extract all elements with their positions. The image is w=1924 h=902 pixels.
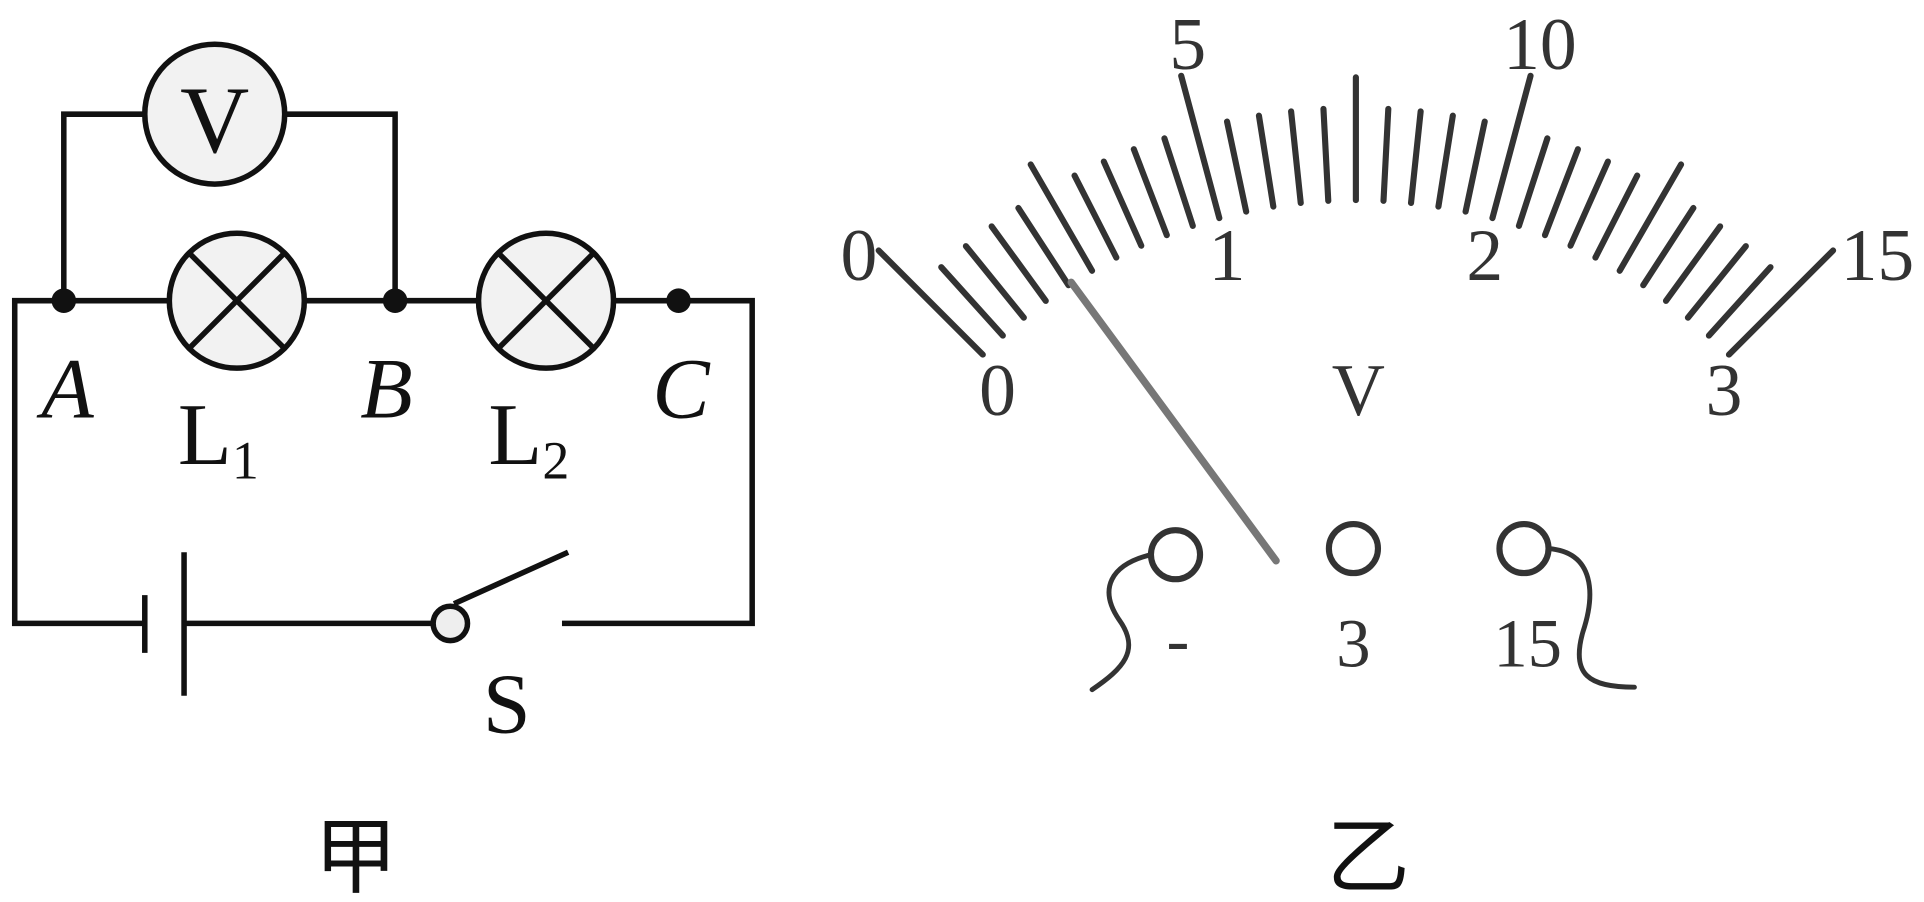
caption-jia: 甲 [314, 813, 397, 902]
minor-tick [1380, 105, 1392, 204]
minor-tick [1071, 172, 1120, 261]
inner-label-3: 3 [1706, 349, 1743, 431]
minor-tick [1705, 264, 1774, 339]
minor-tick [938, 264, 1006, 339]
major-tick [875, 247, 986, 358]
inner-label-0: 0 [979, 349, 1016, 431]
voltmeter-symbol: V [142, 41, 288, 187]
half-tick [1027, 161, 1096, 274]
minor-tick [962, 243, 1027, 321]
minor-tick [1288, 108, 1304, 207]
label-s: S [483, 656, 531, 752]
outer-label-0: 0 [841, 214, 878, 296]
unit-label: V [1332, 349, 1385, 431]
label-l1: L1 [178, 386, 259, 491]
circuit-diagram: V A B C L1 L2 S 甲 [11, 41, 755, 902]
minor-tick [1435, 112, 1456, 210]
minor-tick [1541, 146, 1582, 239]
minor-tick [1515, 135, 1551, 229]
inner-label-2: 2 [1466, 214, 1503, 296]
voltmeter-label: V [180, 67, 249, 173]
minor-tick [1130, 146, 1170, 239]
minor-tick [1567, 158, 1611, 249]
outer-label-15: 15 [1841, 214, 1915, 296]
minor-tick [1407, 108, 1424, 207]
label-a: A [36, 340, 94, 436]
minor-tick [1223, 118, 1250, 215]
wire-voltmeter-right [285, 111, 398, 301]
battery-symbol [142, 552, 187, 696]
major-tick [1178, 72, 1223, 222]
minor-tick [1684, 243, 1749, 321]
terminal-3v [1325, 520, 1382, 577]
minor-tick [1662, 223, 1724, 304]
label-b: B [360, 340, 412, 436]
needle [1067, 278, 1280, 565]
major-tick [1725, 247, 1837, 358]
minor-tick [1015, 204, 1072, 289]
minor-tick [1255, 112, 1277, 210]
wire-left [11, 297, 169, 627]
minor-tick [988, 223, 1049, 304]
wire-15v [1546, 546, 1637, 690]
outer-label-5: 5 [1169, 3, 1206, 85]
terminal-15v [1496, 520, 1552, 577]
lamp-l2 [475, 230, 617, 371]
lamp-l1 [166, 230, 308, 371]
dial-ticks [875, 72, 1837, 358]
label-l2: L2 [488, 386, 569, 491]
outer-label-10: 10 [1503, 3, 1577, 85]
node-a-dot [51, 288, 77, 313]
minor-tick [1462, 118, 1488, 215]
switch-s [430, 549, 570, 644]
node-c-dot [666, 288, 691, 313]
node-b-dot [382, 288, 408, 313]
terminal-negative [1147, 527, 1204, 583]
half-tick [1616, 161, 1685, 274]
minor-tick [1320, 105, 1332, 204]
terminal-label-negative: - [1167, 602, 1190, 678]
minor-tick [1640, 204, 1697, 289]
voltmeter-dial: 0 5 10 15 0 1 2 3 V - 3 15 乙 [841, 3, 1915, 902]
terminal-label-15: 15 [1493, 605, 1562, 681]
terminal-label-3: 3 [1336, 605, 1370, 681]
major-tick [1489, 72, 1534, 222]
label-c: C [652, 340, 711, 436]
minor-tick [1100, 158, 1145, 249]
minor-tick [1592, 172, 1641, 261]
wire-voltmeter-left [61, 111, 145, 301]
wire-negative [1089, 552, 1154, 693]
minor-tick [1161, 135, 1196, 229]
caption-yi: 乙 [1326, 813, 1409, 902]
inner-label-1: 1 [1209, 214, 1246, 296]
